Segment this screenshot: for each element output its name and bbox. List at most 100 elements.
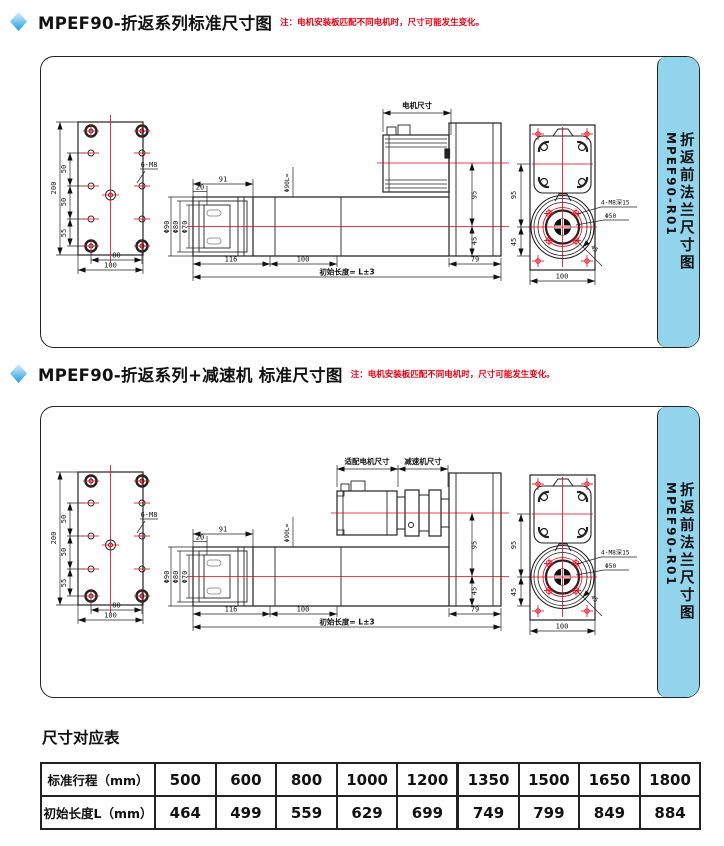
- dim-100b: 100: [297, 256, 310, 264]
- label-bolt-spec: 4-M8深15: [601, 199, 630, 207]
- dim-79: 79: [471, 606, 479, 614]
- dim-55: 55: [60, 579, 68, 587]
- panel1-side-tab: 折返前法兰尺寸图 MPEF90-R01: [657, 57, 699, 347]
- dim-80: 80: [112, 252, 120, 260]
- diamond-bullet-icon: [10, 12, 27, 31]
- dim-100-front: 100: [556, 623, 569, 631]
- cell-length: 849: [578, 795, 641, 830]
- motor-gearbox-block: [336, 480, 450, 537]
- section1-note: 注：电机安装板匹配不同电机时，尺寸可能发生变化。: [280, 18, 485, 28]
- dim-50a: 50: [60, 515, 68, 523]
- label-6-m8: 6-M8: [141, 511, 158, 519]
- dim-dia90: Φ90: [163, 221, 171, 234]
- table-row-stroke: 标准行程（mm） 500 600 800 1000 1200 1350 1500…: [40, 762, 702, 797]
- front-flange-red: [528, 477, 597, 617]
- cell-stroke: 800: [275, 762, 338, 797]
- front-flange-red: [528, 127, 597, 267]
- cell-stroke: 500: [154, 762, 217, 797]
- dim-dia80: Φ80: [172, 221, 180, 234]
- dim-50a: 50: [60, 165, 68, 173]
- side-view-dim-labels: 91 20 Φ90 Φ80 Φ70 Φ90L= 116 100 79 初始长度=…: [163, 173, 479, 276]
- label-phi50: Φ50: [605, 213, 616, 220]
- side-tab-title: 折返前法兰尺寸图: [677, 482, 694, 622]
- dim-55: 55: [60, 229, 68, 237]
- cell-stroke: 1650: [578, 762, 641, 797]
- motor-block: [382, 124, 451, 193]
- section2-header: MPEF90-折返系列+减速机 标准尺寸图 注：电机安装板匹配不同电机时，尺寸可…: [10, 362, 555, 386]
- rear-plate-centerlines: [83, 465, 150, 613]
- side-view-dim-labels: 91 20 Φ90 Φ80 Φ70 Φ90L= 116 100 79 初始长度=…: [163, 523, 479, 626]
- dim-dia90: Φ90: [163, 571, 171, 584]
- label-gearbox-size: 减速机尺寸: [404, 456, 442, 466]
- row-header-initial-length: 初始长度L（mm）: [40, 795, 156, 830]
- section2-title: MPEF90-折返系列+减速机 标准尺寸图: [38, 366, 343, 385]
- cell-length: 629: [335, 795, 399, 830]
- cell-stroke: 600: [214, 762, 278, 797]
- label-45deg: 45: [589, 244, 599, 254]
- label-45deg: 45: [589, 594, 599, 604]
- dim-116: 116: [225, 606, 238, 614]
- dim-dia70: Φ70: [181, 221, 189, 234]
- cell-stroke: 1500: [517, 762, 581, 797]
- panel2-side-tab: 折返前法兰尺寸图 MPEF90-R01: [657, 407, 699, 697]
- label-bolt-spec: 4-M8深15: [601, 549, 630, 557]
- dim-45: 45: [471, 587, 479, 595]
- side-view-dims: [168, 167, 502, 281]
- foldback-housing: [448, 472, 502, 607]
- foldback-housing: [448, 122, 502, 257]
- dim-45-front: 45: [510, 588, 518, 596]
- table-row-initial-length: 初始长度L（mm） 464 499 559 629 699 749 799 84…: [40, 795, 702, 830]
- cell-stroke: 1800: [638, 762, 702, 797]
- cell-length: 499: [214, 795, 278, 830]
- side-tab-model: MPEF90-R01: [664, 482, 679, 587]
- dim-45-front: 45: [510, 238, 518, 246]
- cell-length: 884: [638, 795, 702, 830]
- cell-stroke: 1000: [335, 762, 399, 797]
- section1-header: MPEF90-折返系列标准尺寸图 注：电机安装板匹配不同电机时，尺寸可能发生变化…: [10, 10, 484, 34]
- cell-length: 699: [396, 795, 459, 830]
- rear-plate-dim-labels: 200 50 50 55 80 100 6-M8: [50, 161, 157, 270]
- dim-100-front: 100: [556, 273, 569, 281]
- dim-95: 95: [471, 191, 479, 199]
- dim-91: 91: [219, 176, 227, 184]
- side-tab-title: 折返前法兰尺寸图: [677, 132, 694, 272]
- cell-length: 799: [517, 795, 581, 830]
- label-motor-size: 电机尺寸: [402, 100, 432, 110]
- cell-length: 464: [154, 795, 217, 830]
- dim-tube-dia: Φ90L=: [284, 173, 291, 192]
- diamond-bullet-icon: [10, 364, 27, 383]
- dim-20: 20: [196, 184, 204, 192]
- row-header-stroke: 标准行程（mm）: [40, 762, 156, 797]
- motor-gearbox-dims: [336, 465, 449, 487]
- dim-116: 116: [225, 256, 238, 264]
- dim-79: 79: [471, 256, 479, 264]
- axis-lines: [187, 512, 509, 577]
- dim-95-front: 95: [510, 191, 518, 199]
- rear-plate-dim-labels: 200 50 50 55 80 100 6-M8: [50, 511, 157, 620]
- dim-200: 200: [50, 532, 58, 545]
- front-flange-dims: [517, 163, 637, 285]
- label-phi50: Φ50: [605, 563, 616, 570]
- dim-95: 95: [471, 541, 479, 549]
- front-flange-dims: [517, 513, 637, 635]
- label-adapted-motor-size: 适配电机尺寸: [345, 456, 390, 466]
- rear-plate-view: [56, 471, 158, 624]
- dim-50b: 50: [60, 198, 68, 206]
- table-title: 尺寸对应表: [42, 729, 120, 747]
- section2-note: 注：电机安装板匹配不同电机时，尺寸可能发生变化。: [350, 370, 555, 380]
- drawing-gearbox: 200 50 50 55 80 100 6-M8: [50, 456, 637, 635]
- cell-stroke: 1200: [396, 762, 459, 797]
- dim-50b: 50: [60, 548, 68, 556]
- drawing-standard: 200 50 50 55 80 100 6-M8: [50, 100, 637, 285]
- dim-100: 100: [104, 612, 117, 620]
- motor-dim: [382, 109, 452, 135]
- cell-stroke: 1350: [456, 762, 520, 797]
- dim-100: 100: [104, 262, 117, 270]
- rear-plate-centerlines: [83, 115, 150, 263]
- side-tab-model: MPEF90-R01: [664, 132, 679, 237]
- axis-lines: [187, 162, 509, 227]
- panel-standard-dimension-drawing: 200 50 50 55 80 100 6-M8: [40, 56, 700, 348]
- dim-initial-length: 初始长度= L±3: [319, 267, 374, 277]
- dim-80: 80: [112, 602, 120, 610]
